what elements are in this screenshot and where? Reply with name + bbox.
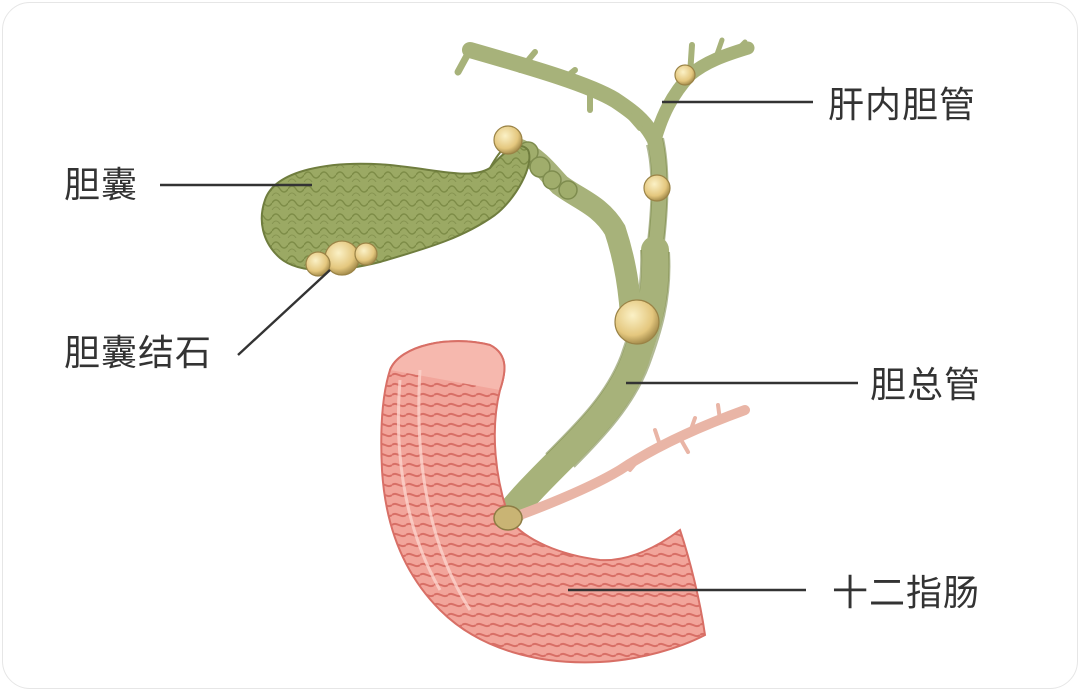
label-duodenum: 十二指肠 [832,573,981,614]
gallstones [305,240,378,277]
duodenal-papilla [493,505,523,531]
duct-stones [493,64,696,345]
pancreatic-duct [515,405,750,520]
leader-lines [160,100,858,592]
label-gallbladder: 胆囊 [64,165,139,206]
label-gallstones: 胆囊结石 [64,333,213,374]
label-intrahepatic-duct: 肝内胆管 [828,85,977,126]
leader-line-gallstones [237,269,331,356]
pancreatic-duct-branches [628,403,722,472]
label-common-bile-duct: 胆总管 [870,365,982,406]
duodenum [380,340,707,664]
gallbladder [260,145,531,272]
